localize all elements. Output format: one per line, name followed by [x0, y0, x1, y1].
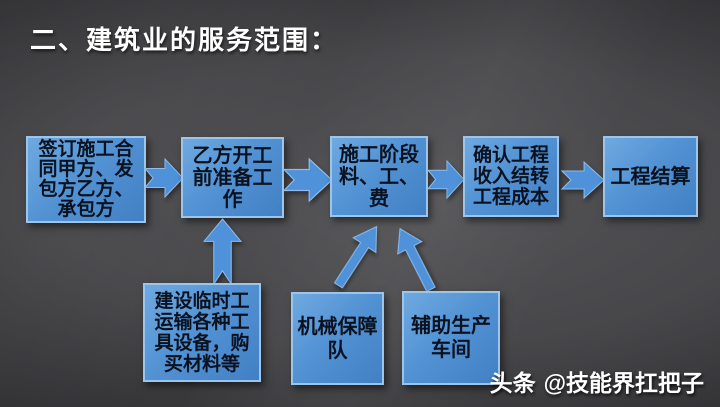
flow-step-sign-contract: 签订施工合 同甲方、发 包方乙方、 承包方 [26, 136, 146, 223]
watermark-brand: 头条 [489, 370, 536, 396]
slide-title: 二、建筑业的服务范围： [30, 25, 339, 55]
support-step-machinery-team: 机械保障 队 [291, 292, 384, 385]
arrow-up-right-icon [333, 225, 378, 289]
arrow-right-icon [426, 159, 465, 200]
flow-step-settlement: 工程结算 [603, 136, 698, 217]
arrow-right-icon [560, 160, 605, 200]
support-step-site-setup: 建设临时工 运输各种工 具设备，购 买材料等 [143, 283, 261, 382]
watermark: 头条 @技能界扛把子 [490, 364, 704, 398]
flow-step-confirm-revenue: 确认工程 收入结转 工程成本 [463, 136, 559, 217]
arrow-up-icon [202, 218, 243, 286]
arrow-up-left-icon [397, 227, 436, 293]
flow-step-pre-work: 乙方开工 前准备工 作 [181, 137, 284, 218]
arrow-right-icon [143, 157, 184, 199]
flow-step-construction-stage: 施工阶段 料、工、 费 [330, 136, 428, 217]
support-step-auxiliary-workshop: 辅助生产 车间 [402, 291, 500, 385]
arrow-right-icon [282, 157, 333, 203]
watermark-handle: @技能界扛把子 [543, 370, 704, 396]
